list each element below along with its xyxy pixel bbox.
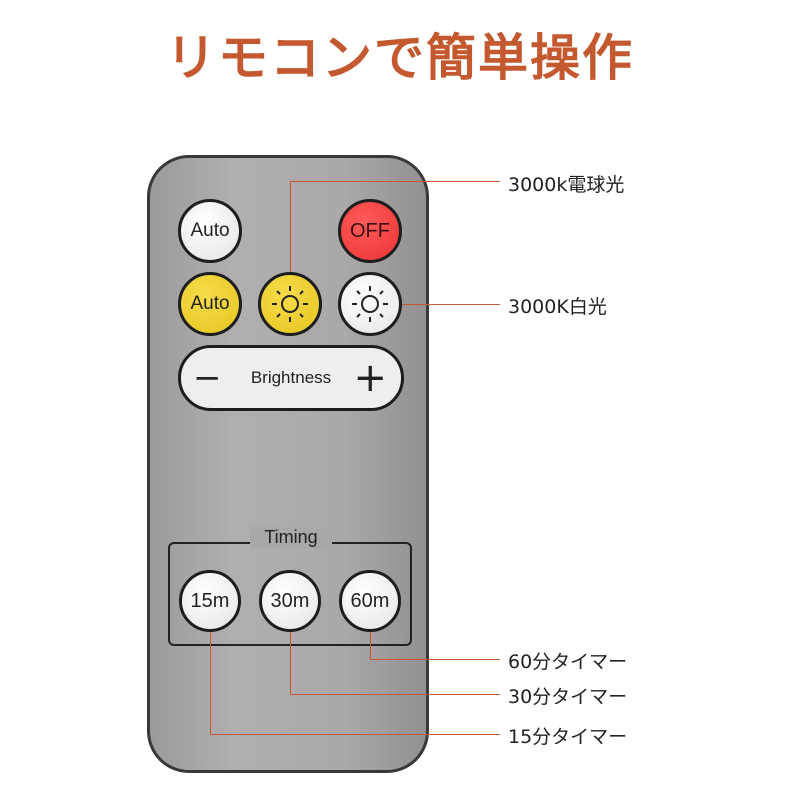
sun-icon <box>352 286 388 322</box>
callout-line <box>402 304 500 305</box>
callout-line <box>290 181 500 182</box>
off-button[interactable]: OFF <box>338 199 402 263</box>
brightness-label: Brightness <box>250 368 332 387</box>
callout-line <box>290 694 500 695</box>
timer-60m-button[interactable]: 60m <box>339 570 401 632</box>
warm-light-button[interactable] <box>258 272 322 336</box>
auto-white-button[interactable]: Auto <box>178 199 242 263</box>
callout-line <box>290 181 291 272</box>
brightness-down-button[interactable]: − <box>193 358 222 398</box>
sun-icon <box>272 286 308 322</box>
timing-label: Timing <box>250 527 332 548</box>
brightness-up-button[interactable]: + <box>353 355 387 401</box>
white-light-button[interactable] <box>338 272 402 336</box>
callout-30m: 30分タイマー <box>508 686 628 708</box>
timer-15m-button[interactable]: 15m <box>179 570 241 632</box>
callout-line <box>370 632 371 659</box>
auto-yellow-button[interactable]: Auto <box>178 272 242 336</box>
callout-line <box>210 734 500 735</box>
callout-warm-light: 3000k電球光 <box>508 174 625 196</box>
callout-line <box>210 632 211 734</box>
timer-30m-button[interactable]: 30m <box>259 570 321 632</box>
callout-15m: 15分タイマー <box>508 726 628 748</box>
callout-line <box>370 659 500 660</box>
callout-line <box>290 632 291 694</box>
callout-60m: 60分タイマー <box>508 651 628 673</box>
page-title: リモコンで簡単操作 <box>166 29 634 87</box>
brightness-control: − Brightness + <box>178 345 404 411</box>
callout-white-light: 3000K白光 <box>508 296 607 318</box>
